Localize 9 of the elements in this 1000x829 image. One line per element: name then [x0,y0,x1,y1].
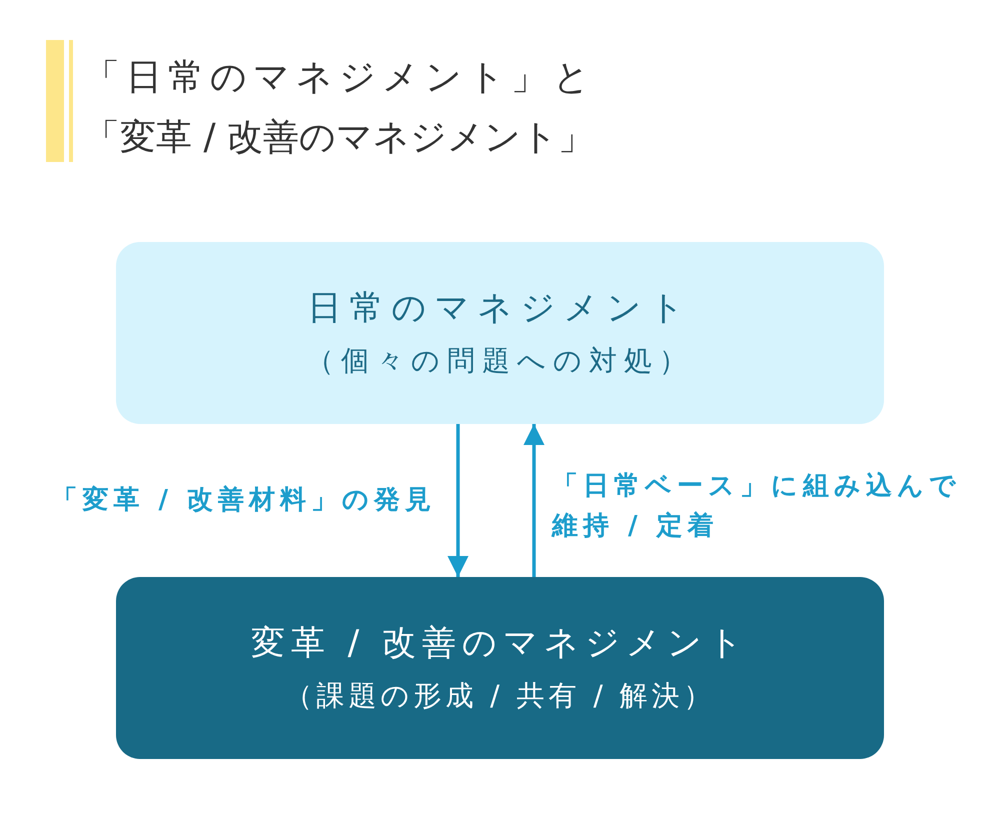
node-subtitle: （課題の形成 / 共有 / 解決） [284,678,716,714]
node-heading: 日常のマネジメント [308,287,692,330]
process-box [116,242,884,424]
node-subtitle: （個々の問題への対処） [306,343,694,379]
arrow [524,424,544,577]
node-heading: 変革 / 改善のマネジメント [250,622,750,665]
process-box [116,577,884,759]
arrow [448,424,468,577]
heading-title: 「日常のマネジメント」と「変革 / 改善のマネジメント」 [84,56,596,160]
